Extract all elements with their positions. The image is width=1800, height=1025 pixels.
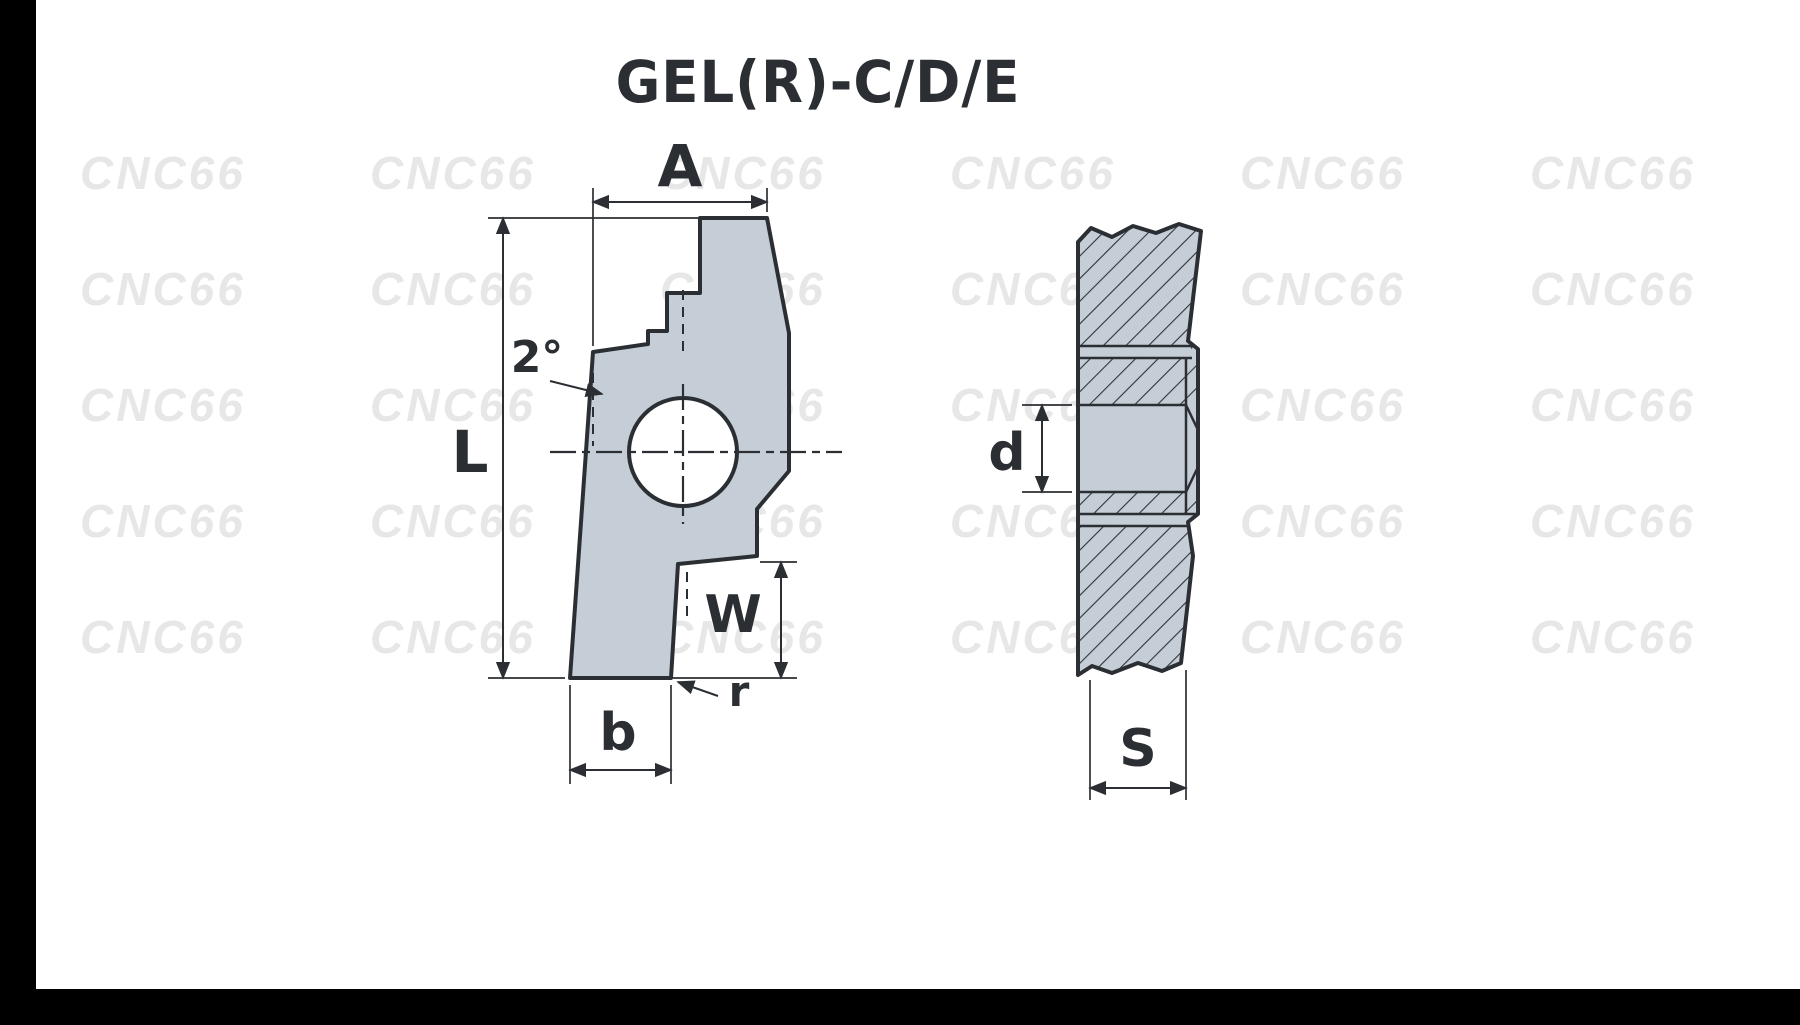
dimension-s-label: S [1119,719,1156,779]
dimension-w: W [673,560,797,680]
dimension-d-label: d [988,423,1025,483]
letterbox-bar-bottom [0,989,1800,1025]
dimension-angle: 2° [511,332,604,398]
dimension-r: r [676,667,750,716]
side-detail-lines [1078,344,1199,528]
side-insert-outline [1076,222,1203,677]
dimension-d: d [988,403,1072,494]
section-hatching [1078,224,1201,675]
hole-centerlines [550,384,842,524]
dimension-angle-label: 2° [511,332,564,383]
front-view: A L 2° W r b [452,132,842,784]
dimension-l-label: L [452,418,489,486]
letterbox-bar-left [0,0,36,1025]
dimension-b: b [568,685,673,784]
dimension-s: S [1088,670,1188,800]
dimension-r-label: r [729,667,750,716]
dimension-a-label: A [658,132,703,200]
drawing-title: GEL(R)-C/D/E [615,48,1021,116]
dimension-w-label: W [704,585,761,645]
dimension-l: L [452,216,702,680]
dimension-b-label: b [599,703,636,763]
front-hidden-lines [592,290,688,620]
dimension-a: A [591,132,769,346]
side-view: d S [988,222,1203,800]
